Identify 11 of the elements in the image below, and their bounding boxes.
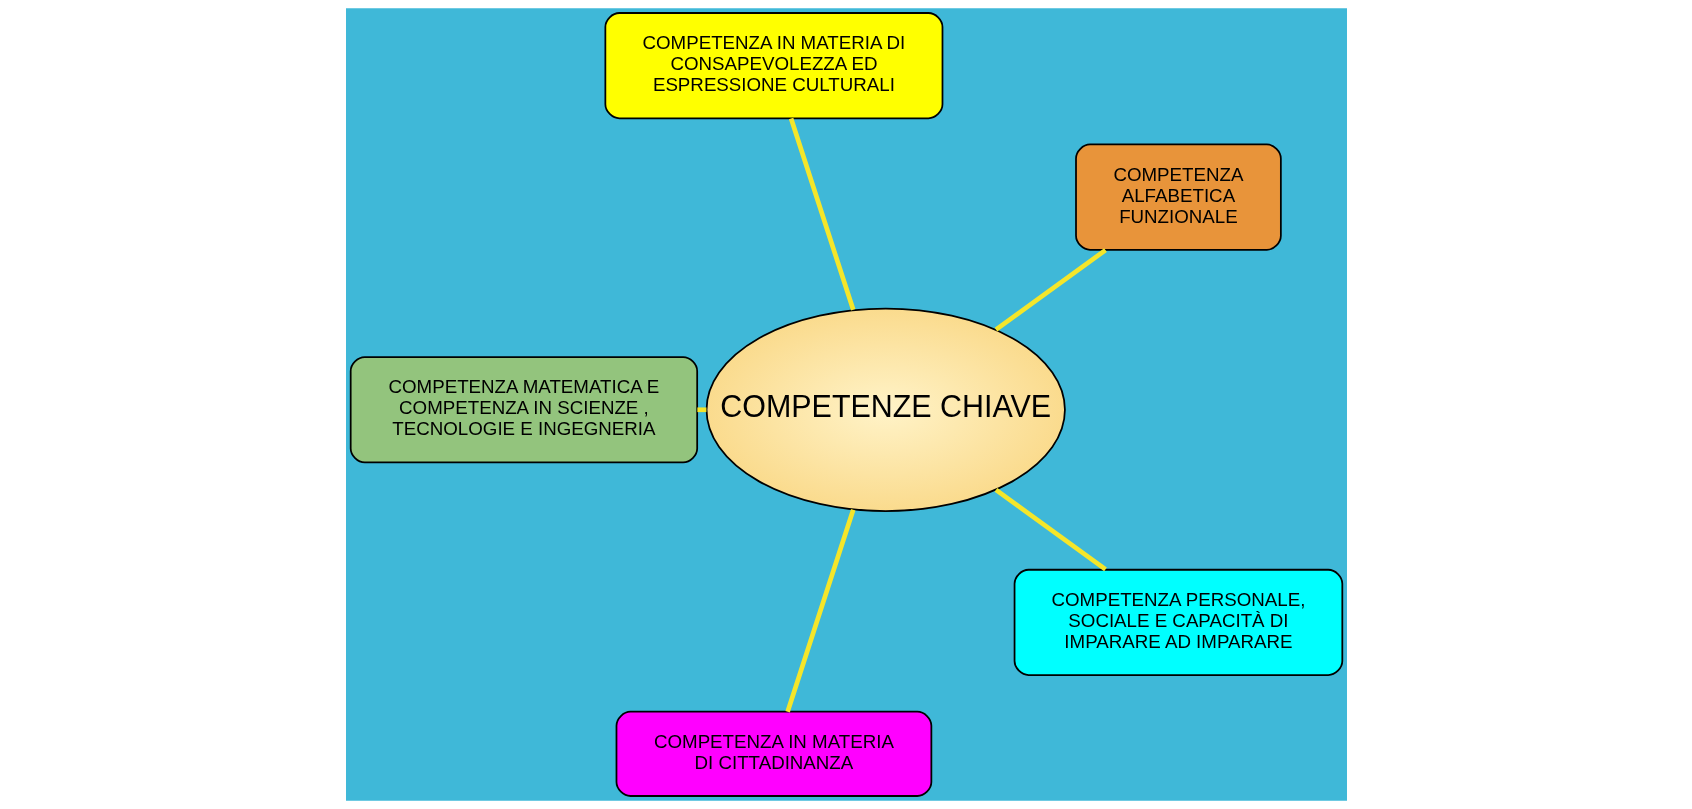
connector <box>994 248 1107 332</box>
connector <box>788 117 855 311</box>
node-box: COMPETENZA ALFABETICA FUNZIONALE <box>1074 143 1282 251</box>
node-box: COMPETENZA PERSONALE, SOCIALE E CAPACITÀ DI IMPARARE AD IMPARARE <box>1013 568 1343 676</box>
node-box: COMPETENZA MATEMATICA E COMPETENZA IN SCIENZE , TECNOLOGIE E INGEGNERIA <box>349 356 698 464</box>
connector <box>696 407 706 413</box>
connector <box>784 509 855 713</box>
node-ellipse: COMPETENZE CHIAVE <box>705 307 1066 512</box>
node-box: COMPETENZA IN MATERIA DI CONSAPEVOLEZZA ED ESPRESSIONE CULTURALI <box>604 12 943 120</box>
node-box: COMPETENZA IN MATERIA DI CITTADINANZA <box>615 710 932 797</box>
connector <box>994 487 1107 572</box>
